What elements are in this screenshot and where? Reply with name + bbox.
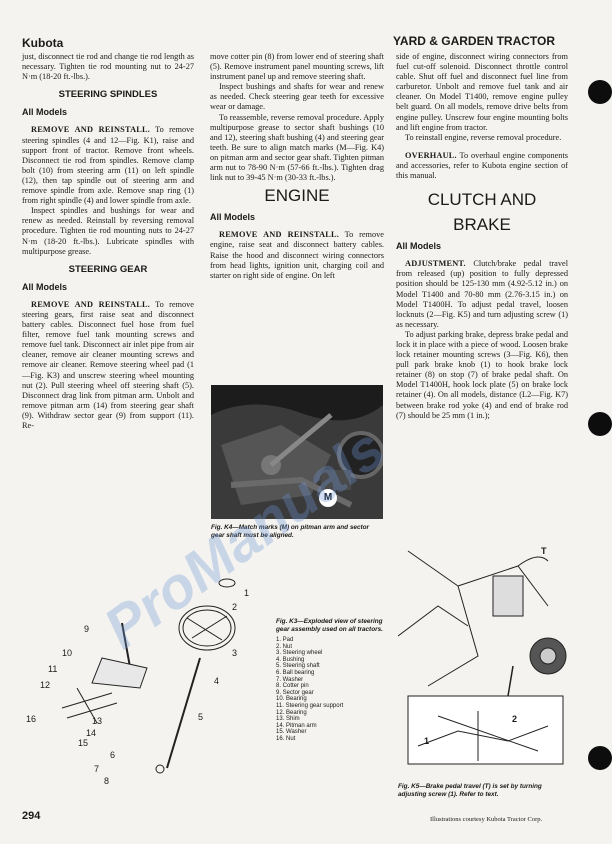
paragraph: OVERHAUL. To overhaul engine components … xyxy=(396,150,568,181)
part-label: 9 xyxy=(84,624,90,634)
list-item: 14. Pitman arm xyxy=(276,722,317,729)
heading-brake: BRAKE xyxy=(453,215,511,235)
part-label: 1 xyxy=(244,588,250,598)
column-2: move cotter pin (8) from lower end of st… xyxy=(210,52,384,281)
paragraph: move cotter pin (8) from lower end of st… xyxy=(210,52,384,82)
subheading-all-models: All Models xyxy=(22,281,68,292)
fig-k4-photo: M xyxy=(211,385,383,519)
fig-k3-caption: Fig. K3—Exploded view of steering gear a… xyxy=(276,618,383,633)
list-item: 3. Steering wheel xyxy=(276,650,323,657)
part-label: 12 xyxy=(40,680,51,690)
part-label: 3 xyxy=(232,648,238,658)
list-item: 8. Cotter pin xyxy=(276,683,309,690)
paragraph: just, disconnect tie rod and change tie … xyxy=(22,52,194,82)
paragraph: REMOVE AND REINSTALL. To remove engine, … xyxy=(210,230,384,280)
paragraph: To reinstall engine, reverse removal pro… xyxy=(405,132,562,142)
run-in-heading: OVERHAUL. xyxy=(405,150,457,160)
brand-header: Kubota xyxy=(22,36,64,50)
run-in-heading: REMOVE AND REINSTALL. xyxy=(31,125,151,135)
list-item: 15. Washer xyxy=(276,729,307,736)
heading-steering-spindles: STEERING SPINDLES xyxy=(58,89,158,101)
part-label: 13 xyxy=(92,716,103,726)
list-item: 6. Ball bearing xyxy=(276,669,315,676)
part-label: 6 xyxy=(110,750,116,760)
list-item: 4. Bushing xyxy=(276,656,305,663)
illustration-credit: Illustrations courtesy Kubota Tractor Co… xyxy=(430,816,543,823)
fig-k3-linework xyxy=(61,578,236,774)
punch-hole xyxy=(588,412,612,436)
run-in-heading: REMOVE AND REINSTALL. xyxy=(31,299,151,309)
paragraph: Inspect bushings and shafts for wear and… xyxy=(210,82,384,112)
callout-2: 2 xyxy=(512,714,518,724)
fig-k4-photo-drawing xyxy=(211,385,383,519)
fig-k4-caption: Fig. K4—Match marks (M) on pitman arm an… xyxy=(211,524,370,539)
page-number: 294 xyxy=(22,810,41,822)
subheading-all-models: All Models xyxy=(210,212,256,223)
list-item: 7. Washer xyxy=(276,676,304,683)
list-item: 11. Steering gear support xyxy=(276,702,344,709)
run-in-heading: ADJUSTMENT. xyxy=(405,259,466,269)
subheading-all-models: All Models xyxy=(396,241,442,252)
punch-hole xyxy=(588,80,612,104)
column-1: just, disconnect tie rod and change tie … xyxy=(22,52,194,431)
section-title: YARD & GARDEN TRACTOR xyxy=(393,34,556,48)
fig-k5-drawing: T 1 2 xyxy=(398,546,570,778)
heading-engine: ENGINE xyxy=(264,186,330,206)
paragraph: ADJUSTMENT. Clutch/brake pedal travel fr… xyxy=(396,259,568,329)
fig-k5-linework xyxy=(398,550,567,765)
list-item: 10. Bearing xyxy=(276,696,307,703)
paragraph: REMOVE AND REINSTALL. To remove steering… xyxy=(22,125,194,206)
subheading-all-models: All Models xyxy=(22,107,68,118)
punch-hole xyxy=(588,746,612,770)
part-label: 15 xyxy=(78,738,89,748)
paragraph: REMOVE AND REINSTALL. To remove steering… xyxy=(22,299,194,430)
part-label: 7 xyxy=(94,764,100,774)
part-label: 8 xyxy=(104,776,110,786)
part-label: 10 xyxy=(62,648,73,658)
part-label: 14 xyxy=(86,728,97,738)
list-item: 13. Shim xyxy=(276,716,300,723)
part-label: 5 xyxy=(198,712,204,722)
part-label: 4 xyxy=(214,676,220,686)
paragraph: Inspect spindles and bushings for wear a… xyxy=(22,206,194,256)
fig-k5-caption: Fig. K5—Brake pedal travel (T) is set by… xyxy=(398,783,542,798)
callout-m: M xyxy=(319,489,337,507)
list-item: 1. Pad xyxy=(276,637,294,643)
part-label: 11 xyxy=(48,664,58,674)
list-item: 9. Sector gear xyxy=(276,689,314,696)
part-label: 2 xyxy=(232,602,238,612)
list-item: 5. Steering shaft xyxy=(276,663,320,670)
list-item: 16. Nut xyxy=(276,735,296,742)
heading-clutch-and: CLUTCH AND xyxy=(427,190,537,210)
callout-1: 1 xyxy=(424,736,430,746)
paragraph: To adjust parking brake, depress brake p… xyxy=(396,329,568,420)
column-3: side of engine, disconnect wiring connec… xyxy=(396,52,568,421)
fig-k3-drawing: 1 2 3 4 5 6 7 8 9 10 11 12 13 14 15 16 xyxy=(22,568,262,788)
paragraph: To reassemble, reverse removal procedure… xyxy=(210,112,384,183)
run-in-heading: REMOVE AND REINSTALL. xyxy=(219,230,340,240)
list-item: 2. Nut xyxy=(276,643,293,650)
fig-k3-parts-list: Fig. K3—Exploded view of steering gear a… xyxy=(276,618,384,743)
parts-items: 1. Pad 2. Nut 3. Steering wheel 4. Bushi… xyxy=(276,637,384,743)
paragraph: side of engine, disconnect wiring connec… xyxy=(396,52,568,132)
heading-steering-gear: STEERING GEAR xyxy=(68,263,148,275)
part-label: 16 xyxy=(26,714,37,724)
callout-t: T xyxy=(541,546,547,556)
list-item: 12. Bearing xyxy=(276,709,307,716)
